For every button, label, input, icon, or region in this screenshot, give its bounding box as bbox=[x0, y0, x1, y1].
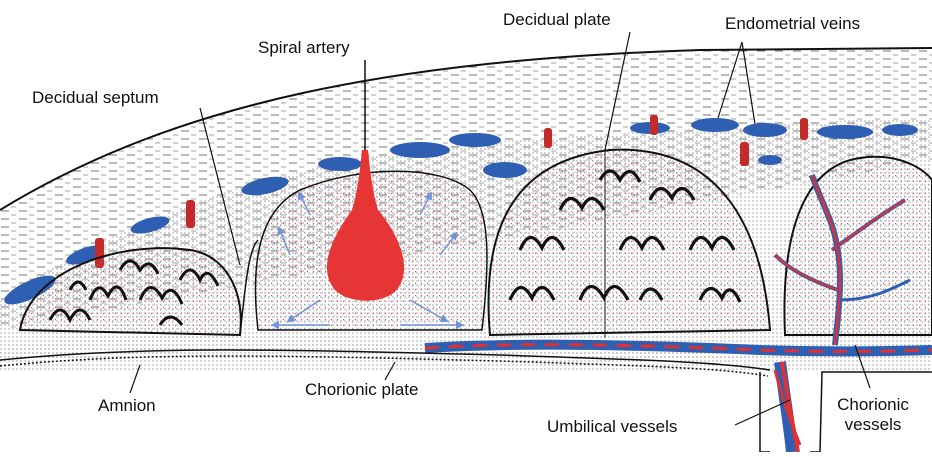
leader-lines bbox=[129, 31, 871, 426]
umbilical-cord bbox=[759, 361, 932, 453]
label-umbilical-vessels: Umbilical vessels bbox=[547, 417, 678, 436]
label-spiral-artery: Spiral artery bbox=[258, 38, 350, 57]
decidual-septum bbox=[239, 239, 259, 336]
label-amnion: Amnion bbox=[98, 396, 156, 415]
label-decidual-plate: Decidual plate bbox=[503, 10, 611, 29]
blood-flow-arrows bbox=[270, 191, 465, 330]
spiral-artery bbox=[326, 60, 405, 301]
right-cotyledon bbox=[773, 155, 932, 346]
label-chorionic-vessels-line2: vessels bbox=[844, 415, 902, 434]
chorionic-vessels bbox=[424, 339, 932, 357]
uterine-wall-outline bbox=[0, 47, 932, 211]
label-endometrial-veins: Endometrial veins bbox=[725, 14, 861, 33]
label-chorionic-vessels-line1: Chorionic bbox=[837, 395, 909, 414]
label-decidual-septum: Decidual septum bbox=[32, 88, 159, 107]
label-chorionic-plate: Chorionic plate bbox=[305, 380, 419, 399]
amnion bbox=[0, 349, 771, 377]
endometrial-veins bbox=[4, 118, 918, 305]
left-cotyledon bbox=[18, 247, 242, 337]
label-chorionic-vessels: Chorionic vessels bbox=[828, 395, 918, 435]
central-cotyledon bbox=[487, 148, 772, 338]
